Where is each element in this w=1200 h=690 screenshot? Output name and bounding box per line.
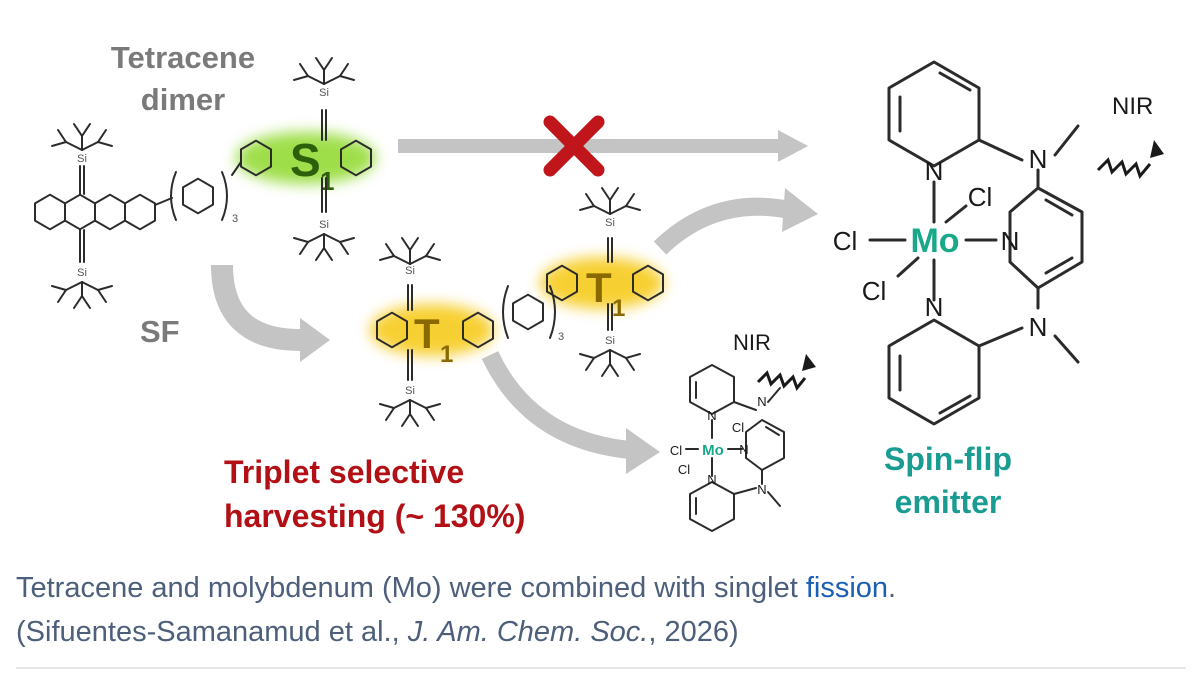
spinflip-label-line2: emitter (895, 484, 1002, 520)
caption-line1-text: Tetracene and molybdenum (Mo) were combi… (16, 572, 806, 604)
svg-text:Si: Si (405, 265, 415, 277)
fission-link[interactable]: fission (805, 572, 889, 604)
tetracene-label-line2: dimer (141, 82, 225, 117)
svg-text:N: N (739, 442, 748, 457)
s1-label: S (290, 134, 321, 186)
mo-atom-large: Mo (910, 222, 959, 260)
mo-atom-small: Mo (702, 442, 724, 459)
sf-label: SF (140, 314, 180, 349)
svg-text:3: 3 (558, 331, 564, 343)
svg-text:N: N (925, 156, 944, 186)
svg-text:Si: Si (605, 335, 615, 347)
arrows (211, 130, 818, 474)
divider (16, 667, 1186, 669)
nir-wave-small-icon (756, 354, 816, 392)
mo-complex-large: N N N N N Mo Cl Cl Cl (833, 60, 1084, 426)
upper-triplet-arrow-head (782, 188, 818, 232)
singlet-unit: S 1 Si Si (231, 57, 376, 261)
svg-text:N: N (707, 408, 716, 423)
lower-triplet-arrow-head (626, 428, 660, 474)
svg-text:3: 3 (232, 213, 238, 225)
sf-arrow (211, 264, 301, 351)
tetracene-dimer: Tetracene dimer Si Si 3 (34, 40, 255, 309)
svg-text:Cl: Cl (678, 462, 690, 477)
sf-arrow-head (300, 318, 330, 362)
journal-name: J. Am. Chem. Soc. (407, 616, 649, 648)
svg-text:N: N (707, 472, 716, 487)
blocked-arrow-head (778, 130, 808, 162)
svg-text:Cl: Cl (732, 420, 744, 435)
triplet-label-line1: Triplet selective (224, 454, 464, 490)
svg-text:Cl: Cl (968, 182, 993, 212)
tetracene-label-line1: Tetracene (111, 40, 255, 75)
caption-line1-end: . (888, 572, 897, 604)
svg-text:Cl: Cl (833, 226, 858, 256)
svg-text:N: N (757, 394, 766, 409)
mo-complex-small: N N N N N Mo Cl Cl Cl (670, 364, 785, 532)
t1-right-subscript: 1 (612, 295, 625, 322)
svg-text:N: N (757, 482, 766, 497)
svg-text:N: N (1029, 312, 1048, 342)
svg-text:Si: Si (77, 153, 87, 165)
caption-line2-text: (Sifuentes-Samanamud et al., (16, 616, 408, 648)
caption-line2-end: , 2026) (648, 616, 739, 648)
svg-text:Si: Si (77, 267, 87, 279)
reaction-scheme: Tetracene dimer Si Si 3 S 1 Si (34, 40, 1164, 534)
svg-text:Cl: Cl (670, 443, 682, 458)
svg-text:Cl: Cl (862, 276, 887, 306)
cross-icon (543, 115, 605, 177)
nir-wave-large-icon (1096, 140, 1164, 180)
triplet-pair: T 1 Si Si 3 T 1 Si Si (370, 187, 664, 427)
lower-triplet-arrow (481, 351, 631, 459)
nir-label-small: NIR (733, 330, 771, 355)
svg-text:Si: Si (319, 219, 329, 231)
spinflip-label-line1: Spin-flip (884, 441, 1012, 477)
nir-label-large: NIR (1112, 93, 1153, 120)
t1-left-label: T (414, 310, 440, 357)
svg-text:N: N (925, 292, 944, 322)
svg-text:N: N (1029, 144, 1048, 174)
svg-text:Si: Si (405, 385, 415, 397)
t1-left-subscript: 1 (440, 341, 453, 368)
upper-triplet-arrow (653, 197, 792, 255)
svg-text:Si: Si (319, 87, 329, 99)
s1-subscript: 1 (320, 166, 334, 196)
figure-caption: Tetracene and molybdenum (Mo) were combi… (16, 566, 1186, 654)
svg-text:N: N (1001, 226, 1020, 256)
svg-text:Si: Si (605, 217, 615, 229)
triplet-label-line2: harvesting (~ 130%) (224, 498, 525, 534)
